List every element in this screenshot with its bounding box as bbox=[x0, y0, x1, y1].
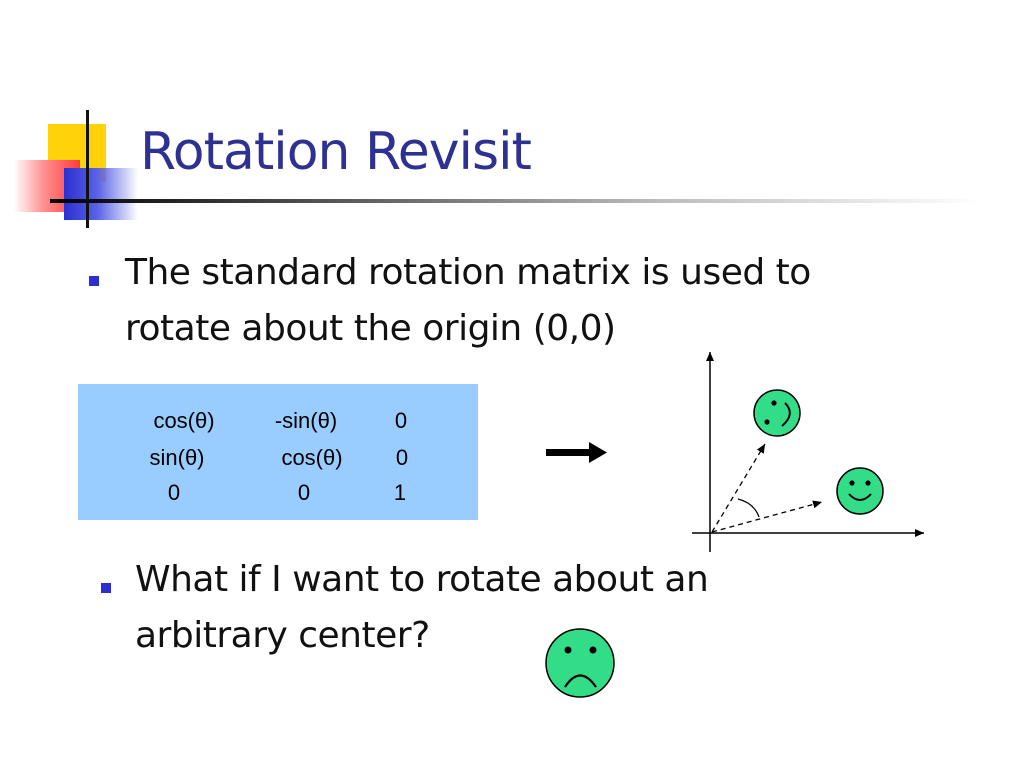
matrix-cell: 0 bbox=[167, 480, 181, 505]
bullet-marker bbox=[101, 583, 111, 593]
right-arrow-icon bbox=[546, 442, 607, 463]
matrix-cell: 0 bbox=[394, 408, 408, 433]
logo-blue-square bbox=[64, 168, 138, 220]
rotated-vector bbox=[711, 443, 766, 533]
logo-vertical-line bbox=[86, 110, 89, 228]
bullet-marker bbox=[89, 276, 99, 286]
matrix-cell: cos(θ) bbox=[153, 408, 215, 433]
coordinate-axes bbox=[692, 352, 924, 552]
bullet-1-line-1: The standard rotation matrix is used to bbox=[125, 252, 811, 293]
sad-face-icon bbox=[545, 628, 615, 698]
logo bbox=[0, 100, 150, 240]
matrix-cell: -sin(θ) bbox=[274, 408, 338, 433]
matrix-cell: 0 bbox=[395, 445, 409, 470]
matrix-cell: cos(θ) bbox=[281, 445, 343, 470]
slide-title: Rotation Revisit bbox=[140, 122, 532, 182]
angle-arc bbox=[737, 498, 760, 518]
bullet-1: The standard rotation matrix is used to … bbox=[125, 245, 811, 357]
bullet-2-line-1: What if I want to rotate about an bbox=[135, 559, 709, 600]
bullet-2: What if I want to rotate about an arbitr… bbox=[135, 552, 709, 664]
matrix-cell: 0 bbox=[297, 480, 311, 505]
bullet-2-line-2: arbitrary center? bbox=[135, 615, 430, 656]
smiley-face-icon bbox=[836, 467, 884, 515]
original-vector bbox=[711, 500, 823, 533]
rotation-matrix: cos(θ) -sin(θ) 0 sin(θ) cos(θ) 0 0 0 1 bbox=[78, 384, 478, 520]
matrix-cell: sin(θ) bbox=[149, 445, 205, 470]
matrix-cell: 1 bbox=[393, 480, 407, 505]
rotated-smiley-face-icon bbox=[753, 389, 801, 437]
bullet-1-line-2: rotate about the origin (0,0) bbox=[125, 308, 616, 349]
title-underline bbox=[50, 199, 980, 203]
